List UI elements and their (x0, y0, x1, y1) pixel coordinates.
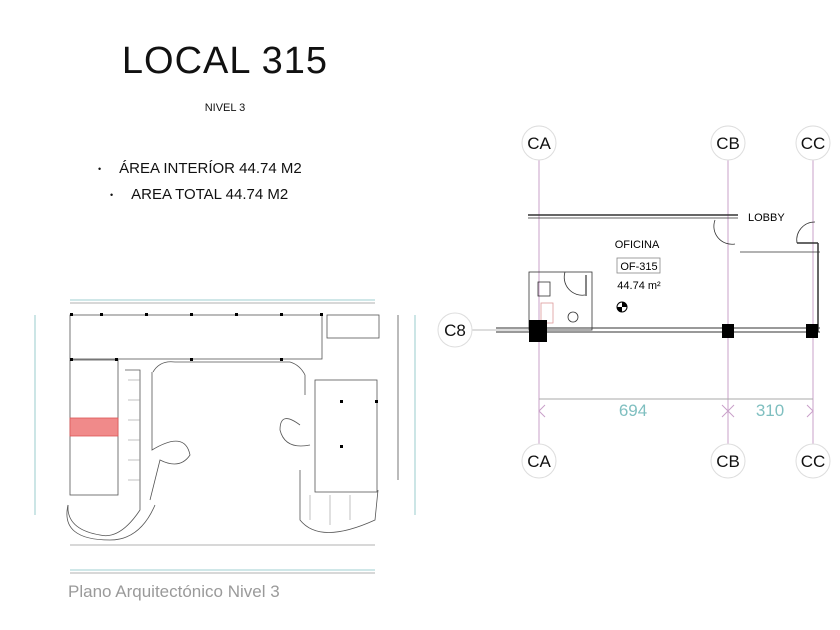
dimension-694: 694 (619, 401, 647, 420)
level-marker-icon (616, 301, 628, 313)
grid-lines (472, 160, 814, 444)
grid-bubble-ca-top: CA (527, 134, 551, 153)
grid-bubble-cb-bottom: CB (716, 452, 740, 471)
site-plan-caption: Plano Arquitectónico Nivel 3 (68, 582, 280, 601)
dimension-line (538, 398, 814, 418)
walls (496, 214, 820, 333)
room-area: 44.74 m² (617, 280, 661, 292)
structural-columns (529, 320, 818, 342)
grid-bubble-ca-bottom: CA (527, 452, 551, 471)
room-name: OFICINA (615, 239, 660, 251)
area-total-item: AREA TOTAL 44.74 M2 (110, 186, 288, 203)
page-title: LOCAL 315 (121, 40, 329, 82)
area-interior-item: ÁREA INTERÍOR 44.74 M2 (98, 160, 302, 177)
lobby-label: LOBBY (748, 212, 785, 224)
grid-bubble-c8: C8 (444, 321, 466, 340)
grid-bubble-cc-top: CC (801, 134, 826, 153)
site-floor-plan (34, 299, 416, 574)
level-label: NIVEL 3 (204, 102, 246, 114)
grid-bubble-cc-bottom: CC (801, 452, 826, 471)
dimension-310: 310 (756, 401, 784, 420)
highlighted-unit-315 (69, 417, 119, 437)
grid-bubble-cb-top: CB (716, 134, 740, 153)
room-code: OF-315 (620, 261, 657, 273)
